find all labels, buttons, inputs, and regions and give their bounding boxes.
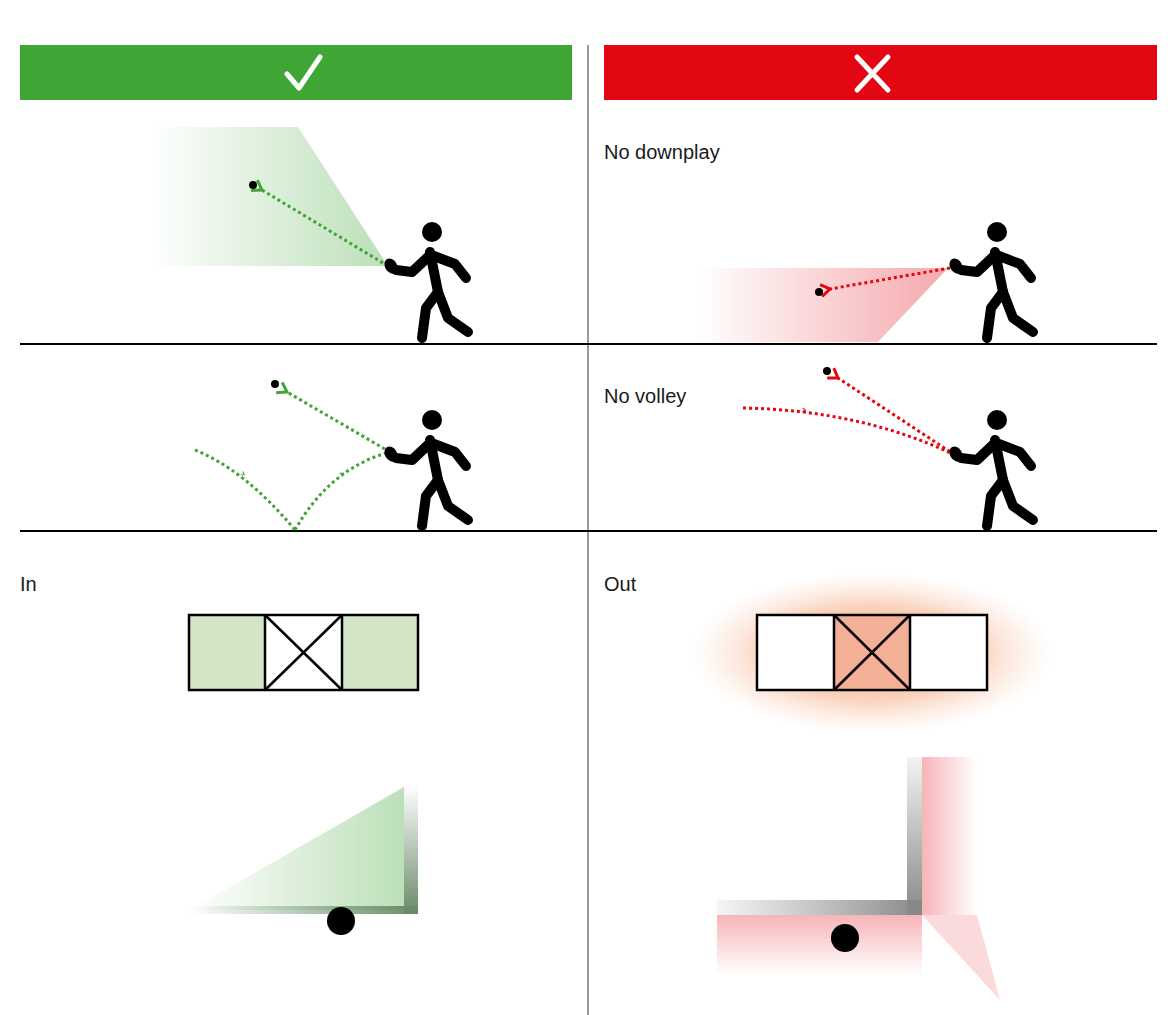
ball xyxy=(815,288,823,296)
forbidden-zone xyxy=(922,757,977,915)
player xyxy=(947,410,1033,526)
ball-path xyxy=(743,408,955,455)
floor xyxy=(717,900,922,915)
ball xyxy=(823,367,831,375)
caption-label: No downplay xyxy=(604,141,720,163)
target-row xyxy=(757,615,987,690)
invalid-cell xyxy=(834,615,910,690)
allowed-zone xyxy=(190,787,404,910)
caption-label: No volley xyxy=(604,385,686,407)
shot-arrow xyxy=(287,392,390,452)
forbidden-zone xyxy=(700,268,948,342)
ground-line xyxy=(20,343,1157,345)
valid-cell xyxy=(189,615,265,690)
correct-bar xyxy=(20,45,572,100)
floor xyxy=(190,906,418,914)
cell xyxy=(757,615,987,690)
wall xyxy=(404,785,418,914)
ball-path xyxy=(295,452,390,530)
out-glow xyxy=(692,573,1052,733)
valid-cell xyxy=(342,615,418,690)
caption-label: Out xyxy=(604,573,636,595)
forbidden-zone xyxy=(922,915,1000,1000)
ball xyxy=(327,907,355,935)
player xyxy=(947,222,1033,338)
shot-arrow xyxy=(262,190,388,266)
target-row xyxy=(189,615,418,690)
forbidden-zone xyxy=(717,915,922,975)
cross-mark xyxy=(857,57,888,90)
check-mark xyxy=(287,57,320,88)
player xyxy=(382,410,468,526)
ball xyxy=(831,924,859,952)
wrong-bar xyxy=(604,45,1157,100)
allowed-zone xyxy=(150,127,388,266)
wall xyxy=(907,757,922,915)
ball-path xyxy=(195,450,295,530)
shot-arrow xyxy=(838,378,955,455)
caption-label: In xyxy=(20,573,37,595)
ball xyxy=(249,181,257,189)
shot-arrow xyxy=(830,268,950,289)
ball xyxy=(271,380,279,388)
player xyxy=(382,222,468,338)
